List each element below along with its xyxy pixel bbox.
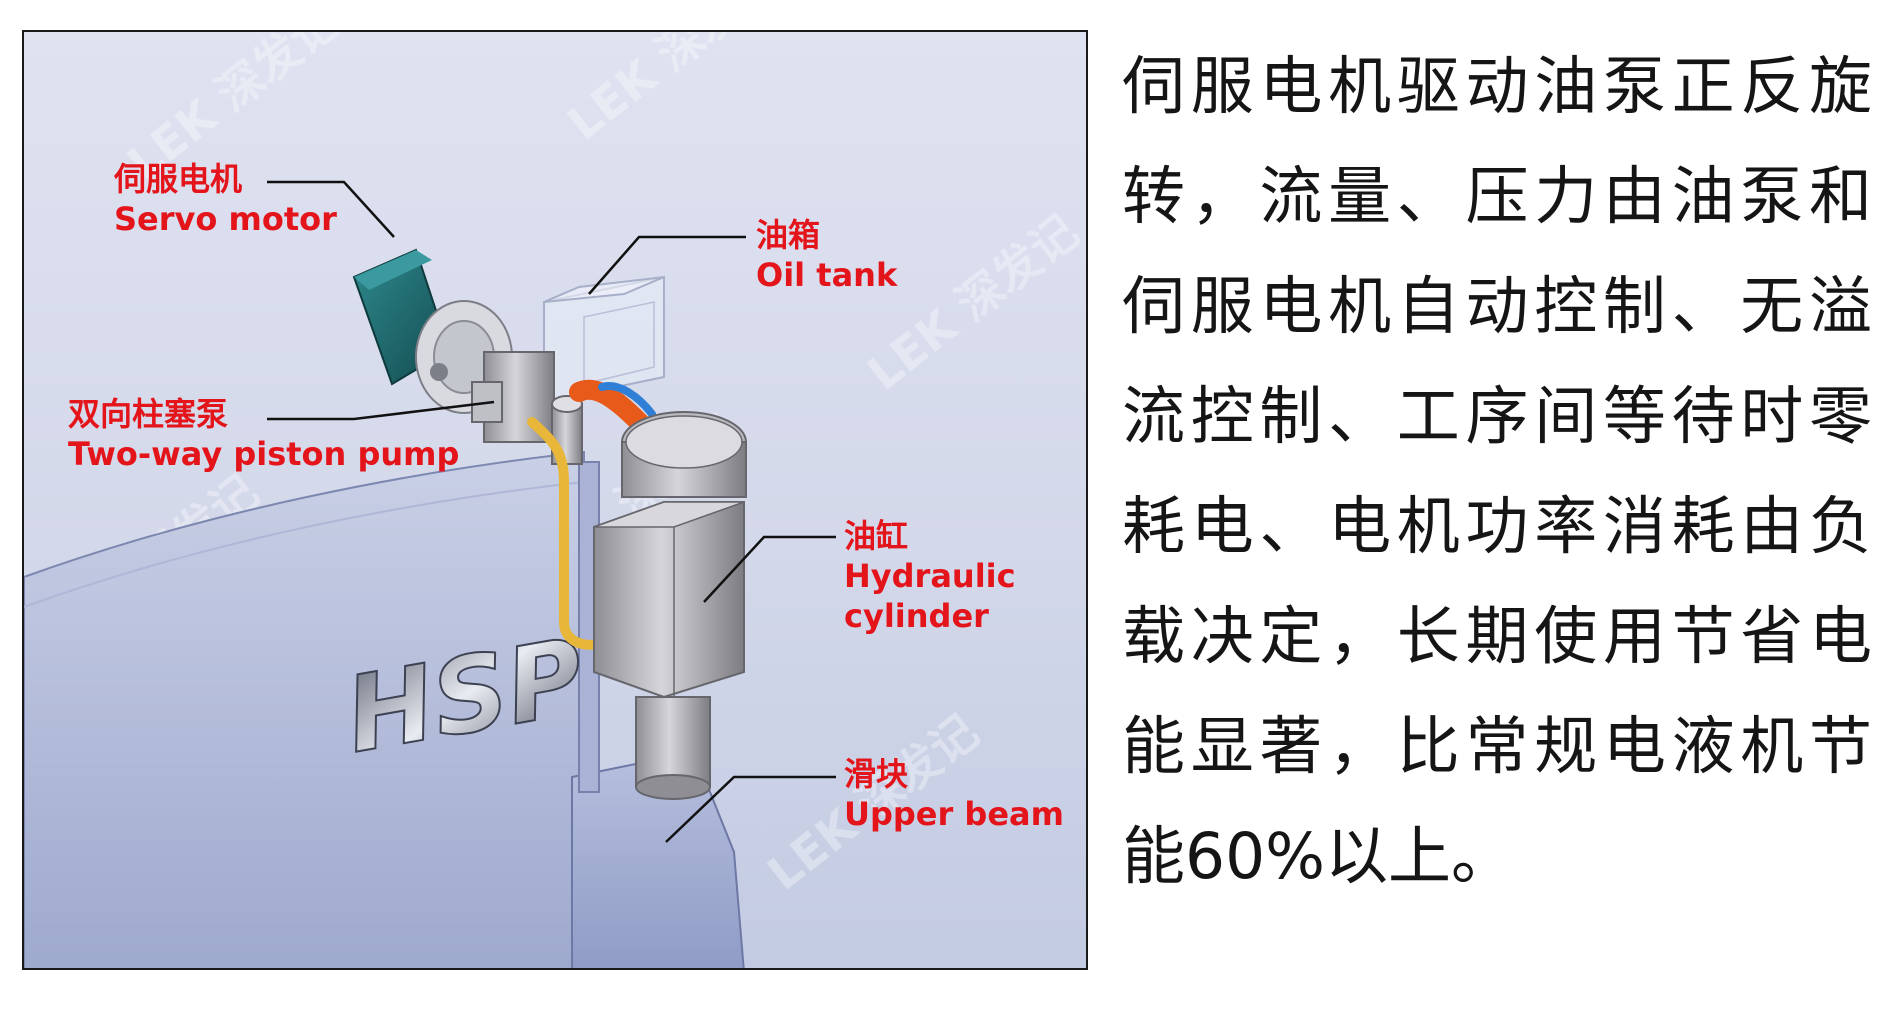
leader-oil-tank bbox=[588, 235, 746, 295]
leader-hydraulic-cylinder bbox=[703, 535, 836, 603]
leader-lines bbox=[267, 180, 836, 843]
label-upper-beam-en: Upper beam bbox=[844, 795, 1064, 833]
leader-servo-motor bbox=[267, 180, 395, 238]
label-hydraulic-cylinder-en2: cylinder bbox=[844, 597, 989, 635]
piston-pump bbox=[471, 351, 583, 465]
diagram-drawing: LEK 深发记 LEK 深发记 LEK 深发记 LEK 深发记 LEK 深发记 … bbox=[24, 32, 1086, 968]
description-text: 伺服电机驱动油泵正反旋转，流量、压力由油泵和伺服电机自动控制、无溢流控制、工序间… bbox=[1122, 50, 1872, 893]
hydraulic-cylinder bbox=[593, 411, 747, 800]
leader-piston-pump bbox=[267, 400, 495, 421]
label-piston-pump-cn: 双向柱塞泵 bbox=[68, 395, 229, 433]
label-upper-beam-cn: 滑块 bbox=[844, 755, 909, 793]
label-hydraulic-cylinder-cn: 油缸 bbox=[844, 517, 909, 555]
blue-hose bbox=[598, 382, 656, 418]
label-servo-motor-cn: 伺服电机 bbox=[114, 160, 243, 198]
yellow-pipe bbox=[527, 417, 603, 650]
watermark-text: LEK 深发记 bbox=[558, 32, 789, 151]
label-piston-pump: 双向柱塞泵 Two-way piston pump bbox=[68, 394, 459, 474]
label-piston-pump-en: Two-way piston pump bbox=[68, 435, 460, 473]
label-oil-tank: 油箱 Oil tank bbox=[756, 215, 897, 295]
label-upper-beam: 滑块 Upper beam bbox=[844, 754, 1064, 834]
label-hydraulic-cylinder: 油缸 Hydraulic cylinder bbox=[844, 516, 1016, 636]
label-servo-motor-en: Servo motor bbox=[114, 200, 337, 238]
label-hydraulic-cylinder-en1: Hydraulic bbox=[844, 557, 1016, 595]
label-oil-tank-en: Oil tank bbox=[756, 256, 898, 294]
press-diagram: LEK 深发记 LEK 深发记 LEK 深发记 LEK 深发记 LEK 深发记 … bbox=[22, 30, 1088, 970]
label-oil-tank-cn: 油箱 bbox=[756, 216, 821, 254]
leader-upper-beam bbox=[665, 775, 836, 843]
label-servo-motor: 伺服电机 Servo motor bbox=[114, 159, 337, 239]
